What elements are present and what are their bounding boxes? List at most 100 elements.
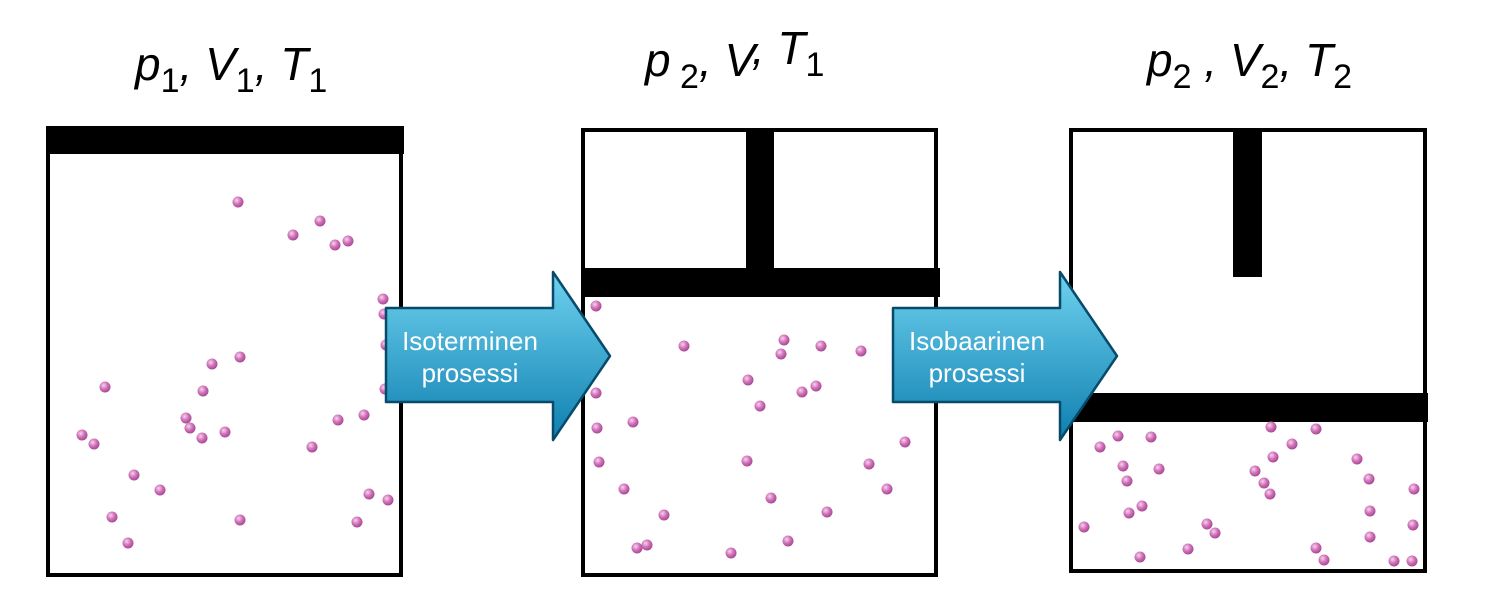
- gas-particle: [741, 455, 753, 467]
- gas-particle: [1406, 555, 1418, 567]
- piston-rod-2: [746, 130, 774, 273]
- gas-particle: [219, 426, 231, 438]
- gas-particle: [775, 348, 787, 360]
- particles-2: [590, 300, 911, 559]
- piston-1: [46, 126, 404, 154]
- gas-particle: [678, 340, 690, 352]
- gas-particle: [128, 469, 140, 481]
- gas-particle: [627, 416, 639, 428]
- gas-particle: [1134, 551, 1146, 563]
- gas-particle: [1388, 555, 1400, 567]
- gas-particle: [382, 494, 394, 506]
- container-1: [46, 128, 403, 577]
- gas-particle: [1209, 527, 1221, 539]
- gas-particle: [881, 483, 893, 495]
- gas-particle: [1094, 441, 1106, 453]
- state-3: p2 , V2, T2: [1069, 34, 1428, 573]
- gas-particle: [1318, 554, 1330, 566]
- particles-3: [1078, 421, 1420, 567]
- gas-particle: [1112, 430, 1124, 442]
- gas-particle: [1267, 451, 1279, 463]
- gas-particle: [1286, 438, 1298, 450]
- gas-particle: [234, 514, 246, 526]
- gas-particle: [1351, 453, 1363, 465]
- arrow-shape-1: [384, 270, 612, 442]
- gas-particle: [206, 358, 218, 370]
- gas-particle: [591, 422, 603, 434]
- gas-particle: [1153, 463, 1165, 475]
- gas-particle: [154, 484, 166, 496]
- gas-particle: [180, 412, 192, 424]
- gas-particle: [342, 235, 354, 247]
- gas-particle: [590, 387, 602, 399]
- gas-particle: [287, 229, 299, 241]
- gas-particle: [1201, 518, 1213, 530]
- gas-particle: [855, 345, 867, 357]
- gas-particle: [778, 334, 790, 346]
- gas-particle: [314, 215, 326, 227]
- gas-particle: [197, 385, 209, 397]
- gas-particle: [1123, 507, 1135, 519]
- gas-particle: [1408, 483, 1420, 495]
- gas-particle: [1136, 500, 1148, 512]
- gas-particle: [631, 542, 643, 554]
- gas-particle: [1310, 542, 1322, 554]
- state-2: p 2, V, T1: [581, 22, 940, 577]
- gas-particle: [1145, 431, 1157, 443]
- gas-particle: [1364, 531, 1376, 543]
- gas-particle: [593, 456, 605, 468]
- gas-particle: [234, 351, 246, 363]
- gas-particle: [306, 441, 318, 453]
- gas-particle: [363, 488, 375, 500]
- gas-particle: [1258, 477, 1270, 489]
- gas-particle: [329, 239, 341, 251]
- gas-particle: [754, 400, 766, 412]
- gas-particle: [810, 380, 822, 392]
- gas-particle: [76, 429, 88, 441]
- gas-particle: [821, 506, 833, 518]
- gas-particle: [1117, 460, 1129, 472]
- gas-particle: [725, 547, 737, 559]
- gas-particle: [232, 196, 244, 208]
- gas-particle: [765, 492, 777, 504]
- gas-particle: [782, 535, 794, 547]
- gas-particle: [122, 537, 134, 549]
- piston-2: [581, 268, 940, 297]
- gas-particle: [1121, 475, 1133, 487]
- gas-particle: [1182, 543, 1194, 555]
- gas-particle: [590, 300, 602, 312]
- state-1: p1, V1, T1: [46, 38, 404, 577]
- gas-particle: [99, 381, 111, 393]
- gas-particle: [332, 414, 344, 426]
- gas-particle: [358, 409, 370, 421]
- state-3-label: p2 , V2, T2: [1145, 34, 1352, 96]
- piston-3: [1069, 393, 1428, 422]
- gas-particle: [863, 458, 875, 470]
- gas-particle: [196, 432, 208, 444]
- gas-particle: [106, 511, 118, 523]
- gas-particle: [742, 374, 754, 386]
- gas-particle: [899, 436, 911, 448]
- gas-particle: [88, 438, 100, 450]
- gas-particle: [377, 293, 389, 305]
- piston-rod-3: [1233, 130, 1262, 277]
- gas-particle: [351, 516, 363, 528]
- state-1-label: p1, V1, T1: [133, 38, 327, 100]
- state-2-label: p 2, V, T1: [643, 22, 824, 96]
- gas-particle: [815, 340, 827, 352]
- gas-particle: [1249, 465, 1261, 477]
- gas-particle: [641, 539, 653, 551]
- gas-particle: [184, 422, 196, 434]
- gas-particle: [618, 483, 630, 495]
- gas-particle: [1407, 519, 1419, 531]
- arrow-shape-2: [891, 270, 1119, 442]
- gas-particle: [658, 509, 670, 521]
- gas-particle: [796, 386, 808, 398]
- gas-particle: [1363, 473, 1375, 485]
- gas-particle: [1265, 421, 1277, 433]
